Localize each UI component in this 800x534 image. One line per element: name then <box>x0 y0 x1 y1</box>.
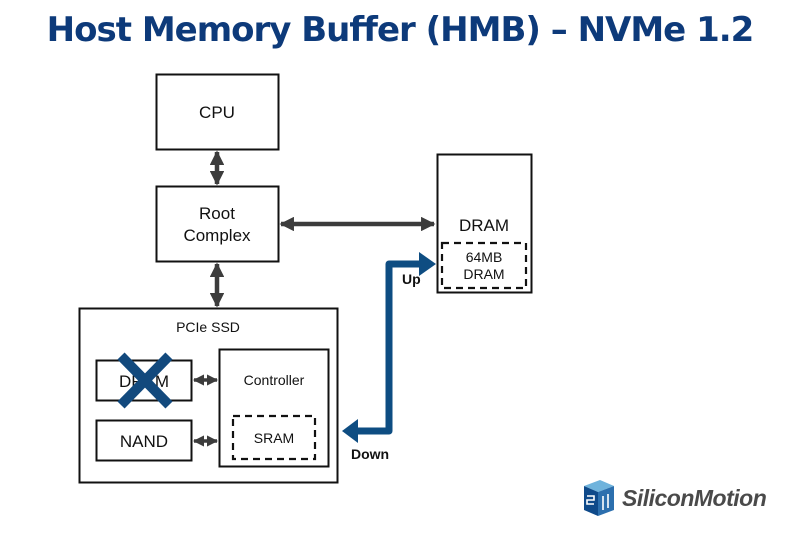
cpu-box: CPU <box>155 73 280 151</box>
hmb-label-line2: DRAM <box>463 266 504 282</box>
nand-label: NAND <box>120 432 168 451</box>
host-dram-box: DRAM 64MB DRAM <box>436 153 533 294</box>
hmb-region: 64MB DRAM <box>440 241 528 290</box>
slide-title: Host Memory Buffer (HMB) – NVMe 1.2 <box>46 10 755 50</box>
root-complex-box: Root Complex <box>155 185 280 263</box>
cpu-label: CPU <box>199 103 235 122</box>
up-label: Up <box>402 271 421 287</box>
sram-region: SRAM <box>231 414 317 461</box>
controller-label: Controller <box>244 372 305 388</box>
hmb-transfer-arrow <box>342 252 436 443</box>
controller-box: Controller SRAM <box>218 348 330 468</box>
pcie-ssd-box: PCIe SSD DRAM NAND Controller SRAM <box>78 307 339 484</box>
up-arrowhead-icon <box>419 252 436 276</box>
hmb-label-line1: 64MB <box>466 249 503 265</box>
pcie-ssd-label: PCIe SSD <box>176 319 240 335</box>
host-dram-label: DRAM <box>459 216 509 235</box>
down-label: Down <box>351 446 389 462</box>
logo-text: SiliconMotion <box>622 484 767 511</box>
root-complex-label-line2: Complex <box>183 226 251 245</box>
siliconmotion-logo: SiliconMotion <box>580 478 767 518</box>
ssd-dram-box: DRAM <box>95 352 193 409</box>
down-arrowhead-icon <box>342 419 358 443</box>
siliconmotion-cube-icon <box>584 480 614 516</box>
root-complex-label-line1: Root <box>199 204 235 223</box>
sram-label: SRAM <box>254 430 294 446</box>
removed-x-icon <box>117 352 173 409</box>
nand-box: NAND <box>95 419 193 462</box>
